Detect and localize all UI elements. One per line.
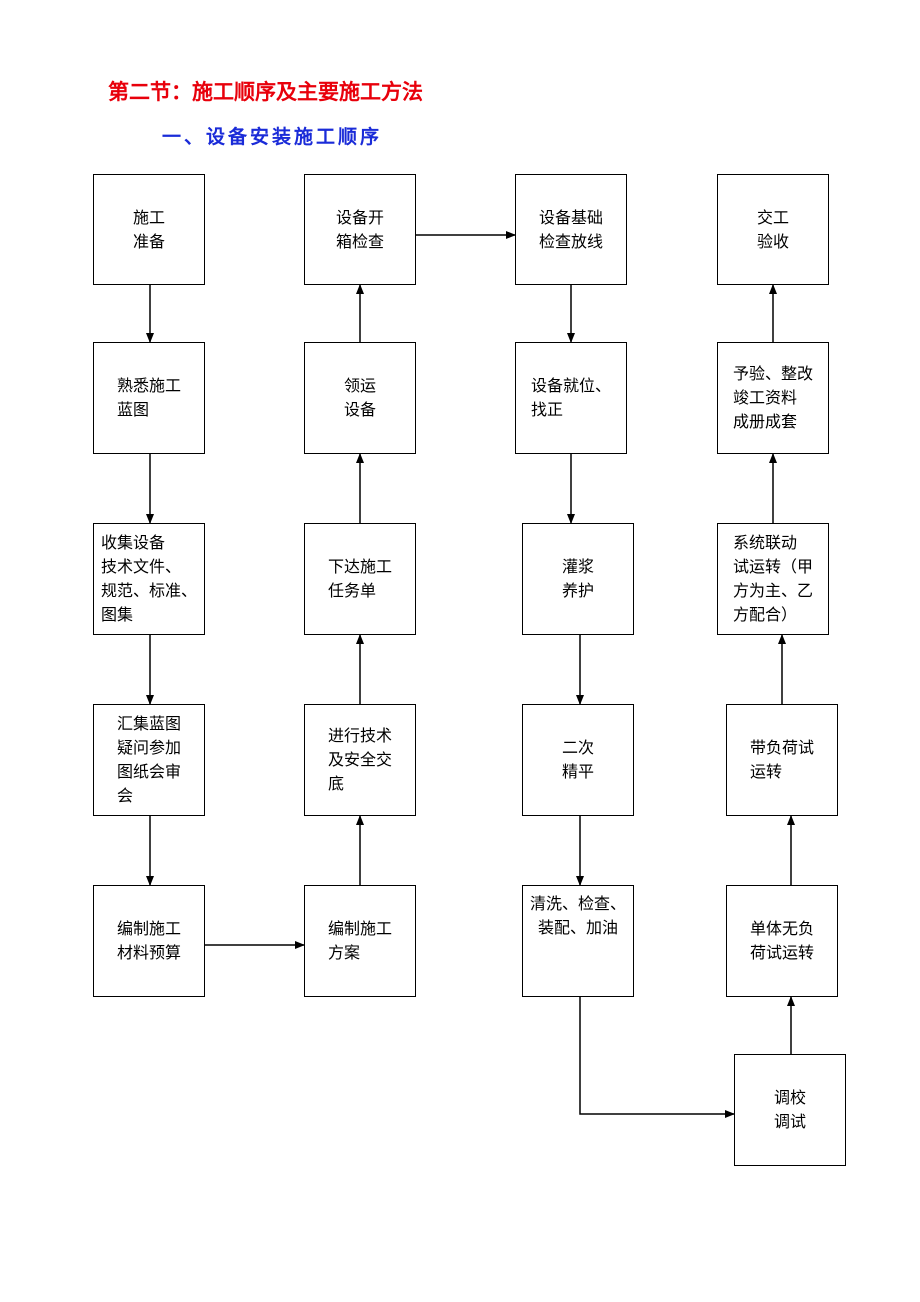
box-clean-label: 清洗、检查、 装配、加油 <box>529 894 626 937</box>
box-prep: 施工 准备 <box>93 174 205 285</box>
arrow-clean-to-calibrate <box>579 997 735 1118</box>
box-noload: 单体无负 荷试运转 <box>726 885 838 997</box>
box-receive: 领运 设备 <box>304 342 416 454</box>
box-briefing: 进行技术 及安全交 底 <box>304 704 416 816</box>
box-load: 带负荷试 运转 <box>726 704 838 816</box>
box-linkage: 系统联动 试运转（甲 方为主、乙 方配合） <box>717 523 829 635</box>
box-calibrate-label: 调校 调试 <box>773 1088 806 1131</box>
box-acceptance-prep-label: 予验、整改 竣工资料 成册成套 <box>732 364 813 431</box>
box-level-label: 二次 精平 <box>561 738 594 781</box>
box-load-label: 带负荷试 运转 <box>749 738 814 781</box>
box-plan: 编制施工 方案 <box>304 885 416 997</box>
box-drawings-label: 熟悉施工 蓝图 <box>116 376 181 419</box>
box-foundation: 设备基础 检查放线 <box>515 174 627 285</box>
box-budget-label: 编制施工 材料预算 <box>116 919 181 962</box>
subsection-title: 一、设备安装施工顺序 <box>162 126 383 148</box>
box-budget: 编制施工 材料预算 <box>93 885 205 997</box>
box-linkage-label: 系统联动 试运转（甲 方为主、乙 方配合） <box>732 533 813 624</box>
box-acceptance-prep: 予验、整改 竣工资料 成册成套 <box>717 342 829 454</box>
box-position-label: 设备就位、 找正 <box>530 376 611 419</box>
box-handover: 交工 验收 <box>717 174 829 285</box>
box-noload-label: 单体无负 荷试运转 <box>749 919 814 962</box>
box-collect: 收集设备 技术文件、 规范、标准、 图集 <box>93 523 205 635</box>
box-task: 下达施工 任务单 <box>304 523 416 635</box>
box-unpack: 设备开 箱检查 <box>304 174 416 285</box>
box-grout: 灌浆 养护 <box>522 523 634 635</box>
box-prep-label: 施工 准备 <box>132 207 165 251</box>
box-briefing-label: 进行技术 及安全交 底 <box>327 726 392 793</box>
box-handover-label: 交工 验收 <box>756 207 789 251</box>
section-title: 第二节：施工顺序及主要施工方法 <box>108 80 423 104</box>
box-clean: 清洗、检查、 装配、加油 <box>522 885 634 997</box>
box-plan-label: 编制施工 方案 <box>327 919 392 962</box>
box-task-label: 下达施工 任务单 <box>327 557 392 600</box>
box-calibrate: 调校 调试 <box>734 1054 846 1166</box>
box-receive-label: 领运 设备 <box>343 376 376 419</box>
box-unpack-label: 设备开 箱检查 <box>335 207 384 251</box>
box-review: 汇集蓝图 疑问参加 图纸会审 会 <box>93 704 205 816</box>
box-position: 设备就位、 找正 <box>515 342 627 454</box>
box-grout-label: 灌浆 养护 <box>561 557 594 600</box>
box-drawings: 熟悉施工 蓝图 <box>93 342 205 454</box>
box-collect-label: 收集设备 技术文件、 规范、标准、 图集 <box>100 533 197 624</box>
box-foundation-label: 设备基础 检查放线 <box>538 207 603 251</box>
box-level: 二次 精平 <box>522 704 634 816</box>
box-review-label: 汇集蓝图 疑问参加 图纸会审 会 <box>116 714 181 805</box>
